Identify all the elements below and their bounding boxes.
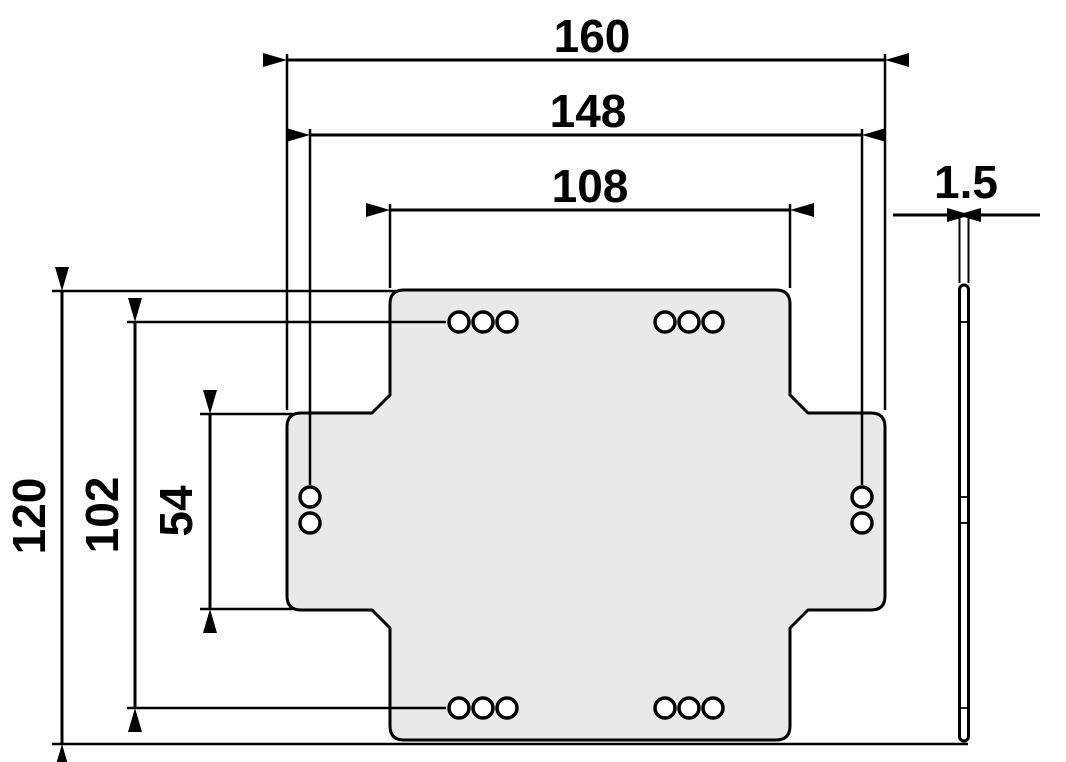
hole [298, 511, 322, 535]
hole [653, 696, 677, 720]
dim-160-label: 160 [554, 10, 631, 62]
dim-120-label: 120 [3, 478, 55, 555]
dim-148-label: 148 [550, 85, 627, 137]
hole [447, 310, 471, 334]
hole [447, 696, 471, 720]
plate-outline [285, 288, 887, 742]
plate-side-view [958, 283, 970, 743]
dim-102-label: 102 [76, 477, 128, 554]
hole [677, 310, 701, 334]
dim-54-label: 54 [150, 485, 202, 537]
hole [701, 310, 725, 334]
dim-thickness-label: 1.5 [934, 156, 998, 208]
dim-108-label: 108 [552, 160, 629, 212]
hole [677, 696, 701, 720]
hole [495, 696, 519, 720]
hole [850, 485, 874, 509]
hole [471, 696, 495, 720]
hole [850, 511, 874, 535]
hole [495, 310, 519, 334]
hole [298, 485, 322, 509]
hole [653, 310, 677, 334]
hole [471, 310, 495, 334]
hole [701, 696, 725, 720]
